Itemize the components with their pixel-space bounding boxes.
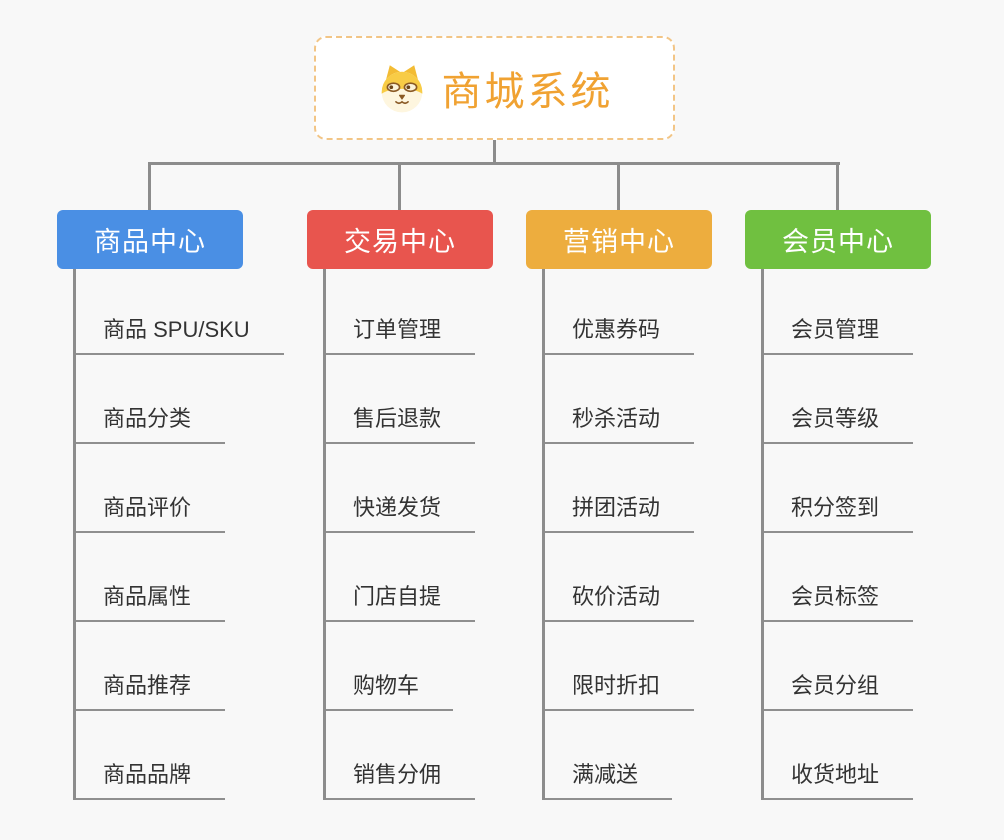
branch-item[interactable]: 商品评价 — [76, 493, 226, 533]
branch-item[interactable]: 购物车 — [326, 671, 454, 711]
branch-head-3[interactable]: 会员中心 — [745, 210, 931, 269]
branch-item[interactable]: 门店自提 — [326, 582, 476, 622]
branch-item[interactable]: 秒杀活动 — [545, 404, 695, 444]
branch-items-2: 优惠券码秒杀活动拼团活动砍价活动限时折扣满减送 — [542, 269, 695, 800]
branch-items-0: 商品 SPU/SKU 商品分类商品评价商品属性商品推荐商品品牌 — [73, 269, 284, 800]
branch-item[interactable]: 收货地址 — [764, 760, 914, 800]
branch-head-0[interactable]: 商品中心 — [57, 210, 243, 269]
branch-drop-line-1 — [398, 162, 401, 210]
branch-head-1[interactable]: 交易中心 — [307, 210, 493, 269]
branch-item[interactable]: 限时折扣 — [545, 671, 695, 711]
branch-item[interactable]: 商品属性 — [76, 582, 226, 622]
branch-item[interactable]: 会员等级 — [764, 404, 914, 444]
branch-item[interactable]: 会员标签 — [764, 582, 914, 622]
branch-item[interactable]: 商品分类 — [76, 404, 226, 444]
branch-item[interactable]: 优惠券码 — [545, 315, 695, 355]
branch-item[interactable]: 商品 SPU/SKU — [76, 315, 284, 355]
branch-item[interactable]: 商品品牌 — [76, 760, 226, 800]
root-node[interactable]: 商城系统 — [314, 36, 675, 140]
branch-item[interactable]: 订单管理 — [326, 315, 476, 355]
branch-item[interactable]: 会员分组 — [764, 671, 914, 711]
branch-drop-line-2 — [617, 162, 620, 210]
horizontal-line — [148, 162, 840, 165]
root-title: 商城系统 — [441, 70, 614, 114]
dog-face-icon — [381, 65, 422, 113]
branch-drop-line-3 — [836, 162, 839, 210]
branch-item[interactable]: 拼团活动 — [545, 493, 695, 533]
branch-item[interactable]: 积分签到 — [764, 493, 914, 533]
branch-item[interactable]: 会员管理 — [764, 315, 914, 355]
branch-item[interactable]: 售后退款 — [326, 404, 476, 444]
branch-item[interactable]: 砍价活动 — [545, 582, 695, 622]
branch-items-3: 会员管理会员等级积分签到会员标签会员分组收货地址 — [761, 269, 914, 800]
branch-head-2[interactable]: 营销中心 — [526, 210, 712, 269]
root-stub-line — [493, 140, 496, 165]
branch-item[interactable]: 商品推荐 — [76, 671, 226, 711]
branch-item[interactable]: 销售分佣 — [326, 760, 476, 800]
branch-item[interactable]: 快递发货 — [326, 493, 476, 533]
branch-item[interactable]: 满减送 — [545, 760, 673, 800]
branch-items-1: 订单管理售后退款快递发货门店自提购物车销售分佣 — [323, 269, 476, 800]
branch-drop-line-0 — [148, 162, 151, 210]
